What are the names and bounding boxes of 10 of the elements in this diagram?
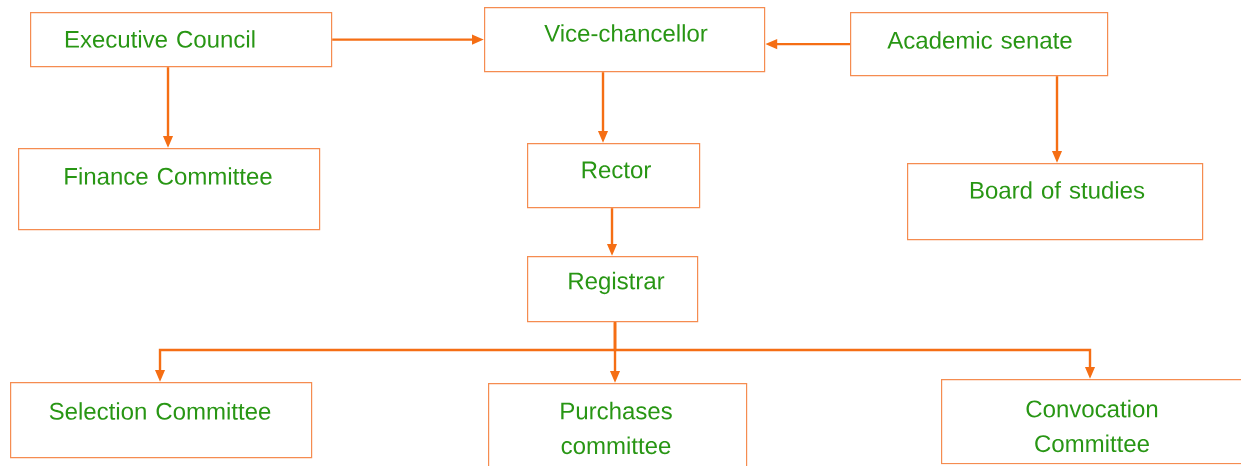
org-box: Academic senate <box>850 12 1109 77</box>
org-box: Executive Council <box>30 12 333 68</box>
org-box: Selection Committee <box>10 382 313 459</box>
org-box: Finance Committee <box>18 148 321 231</box>
org-box: Registrar <box>527 256 699 323</box>
org-box: Board of studies <box>907 163 1204 241</box>
org-box: Vice-chancellor <box>484 7 766 73</box>
org-box: Rector <box>527 143 701 209</box>
org-box: Purchases committee <box>488 383 748 466</box>
org-box: Convocation Committee <box>941 379 1241 465</box>
